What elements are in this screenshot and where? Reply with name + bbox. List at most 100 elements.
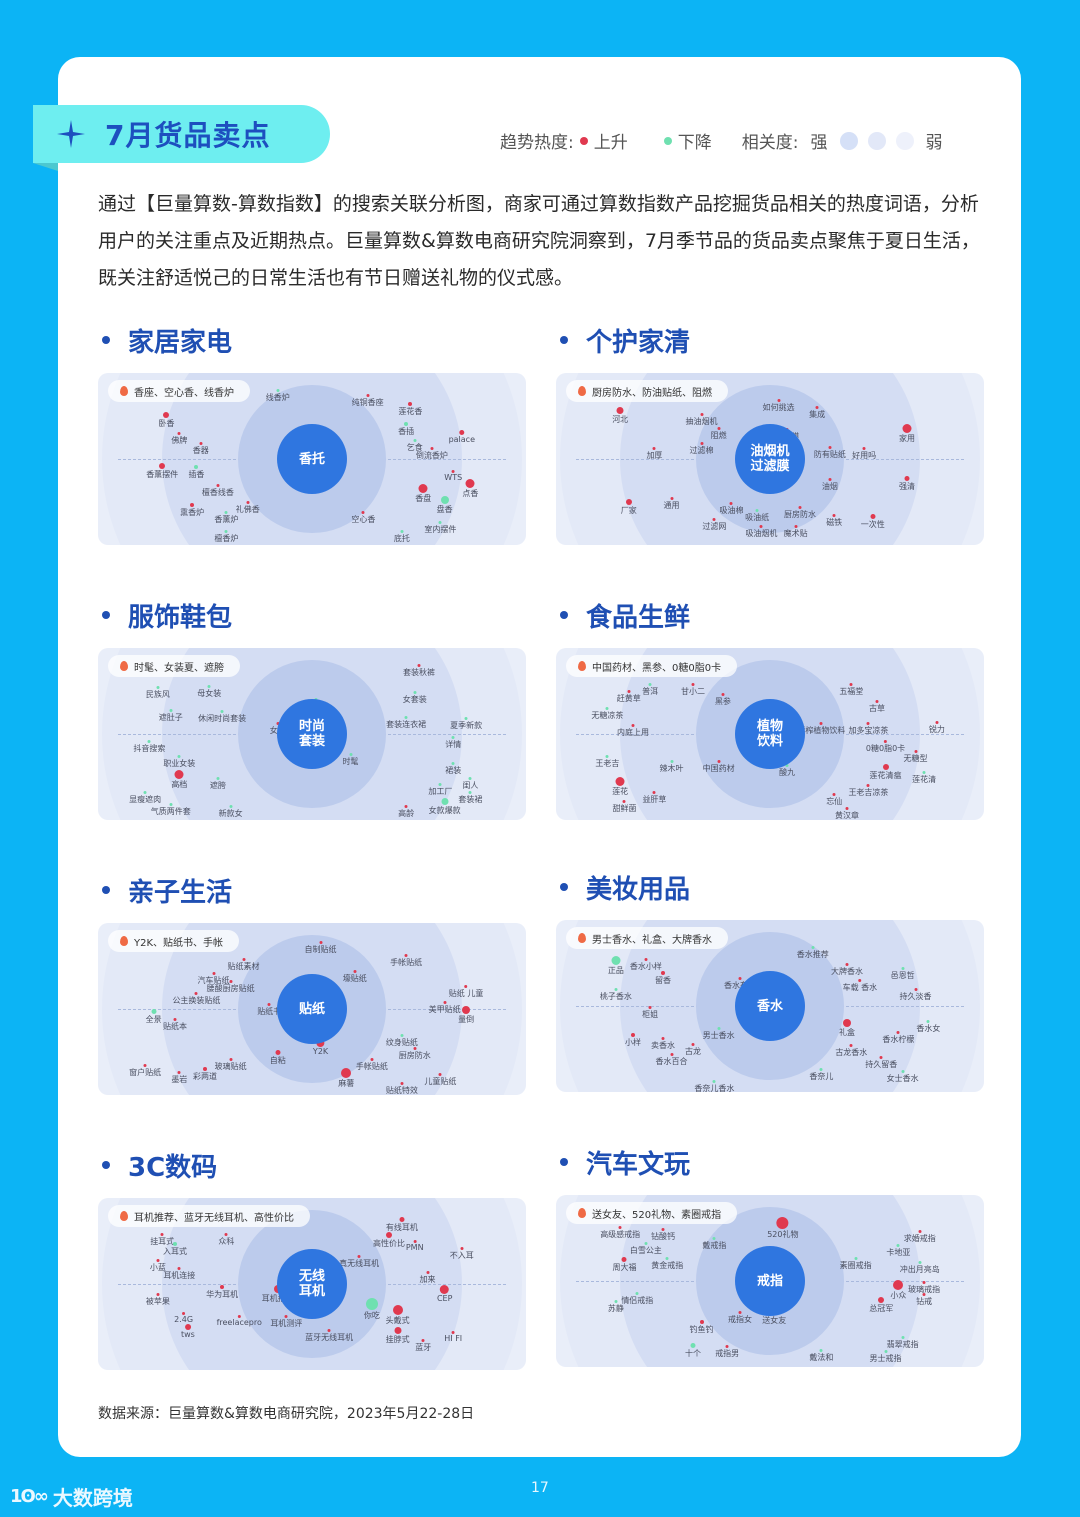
- up-trend-dot-icon: [443, 1000, 447, 1004]
- keyword-label: 套装裙: [458, 795, 483, 805]
- keyword-label: 贴纸 儿童: [448, 989, 484, 999]
- keyword-label: 新款女: [218, 808, 243, 818]
- up-trend-dot-icon: [615, 776, 625, 786]
- legend: 趋势热度: 上升 下降 相关度: 强 弱: [500, 128, 942, 153]
- keyword-label: 腰酸厨房贴纸: [206, 984, 255, 994]
- up-trend-dot-icon: [370, 1057, 374, 1061]
- strong-label: 强: [810, 133, 828, 153]
- keyword-label: 香奈儿香水: [694, 1084, 735, 1092]
- keyword: 磁铁: [826, 514, 842, 528]
- section-7: 3C数码 有线耳机 高性价比 PMN 不入耳 挂耳式 入耳式 众科: [98, 1145, 526, 1370]
- keyword-label: 莲花香: [398, 406, 423, 416]
- up-trend-dot-icon: [882, 764, 889, 771]
- up-trend-dot-icon: [700, 413, 704, 416]
- keyword: 钻戒: [916, 1293, 932, 1307]
- keyword-label: 过滤棉: [689, 446, 714, 456]
- sparkle-icon: [57, 120, 85, 148]
- up-trend-dot-icon: [712, 517, 716, 521]
- up-trend-dot-icon: [670, 497, 674, 501]
- keyword-label: 套装连衣裙: [386, 719, 427, 729]
- keyword: 0糖0脂0卡: [866, 739, 905, 754]
- up-trend-dot-icon: [725, 1345, 729, 1349]
- hot-keywords-pill: 男士香水、礼盒、大牌香水: [566, 927, 728, 949]
- keyword-label: 益肝草: [642, 795, 667, 805]
- association-map: 套装秋裤 女套装 套装连衣裙 夏季新款 详情 裙装 闺人 加工厂 套装裙 女: [98, 648, 526, 820]
- up-trend-dot-icon: [160, 1232, 164, 1236]
- keyword-label: 彩两道: [193, 1071, 217, 1081]
- keyword: 贴纸特效: [386, 1081, 418, 1095]
- keyword-label: 女款爆款: [428, 805, 461, 815]
- up-trend-dot-icon: [914, 987, 918, 991]
- keyword: 十个: [685, 1343, 701, 1359]
- down-trend-dot-icon: [156, 686, 160, 690]
- keyword: 自粘: [270, 1050, 286, 1066]
- up-trend-dot-icon: [418, 484, 428, 494]
- association-map: 自制贴纸 手帐贴纸 贴纸素材 汽车贴纸 腰酸厨房贴纸 公主换装贴纸 壕贴纸 贴纸…: [98, 923, 526, 1095]
- down-trend-dot-icon: [901, 1336, 905, 1340]
- relevance-medium-icon: [868, 131, 887, 150]
- center-keyword: 香水: [735, 971, 805, 1041]
- up-trend-dot-icon: [216, 483, 220, 487]
- down-dot-icon: [663, 136, 672, 145]
- up-trend-dot-icon: [832, 514, 836, 518]
- keyword-label: 吸油纸: [745, 513, 770, 523]
- section-6: 美妆用品 香水推荐 正品 香水小样 留香 大牌香水 邑恩哲 香水有毒: [556, 867, 984, 1092]
- keyword: 持久留香: [865, 1056, 897, 1070]
- section-2: 个护家清 如何挑选 集成 抽油烟机 阻燃 过滤膜 过滤棉 加厚: [556, 320, 984, 545]
- keyword: 戴戒指: [702, 1236, 726, 1251]
- keyword: 贴纸 儿童: [448, 985, 484, 999]
- keyword: 香盘: [415, 484, 431, 504]
- ribbon-fold: [33, 163, 58, 171]
- keyword: 古龙香水: [835, 1044, 867, 1058]
- keyword: 通用: [663, 497, 680, 511]
- up-trend-dot-icon: [878, 1297, 885, 1304]
- keyword-label: 戒指男: [715, 1349, 740, 1359]
- relevance-label: 相关度:: [741, 133, 799, 153]
- up-trend-dot-icon: [421, 1339, 425, 1343]
- bullet-icon: [102, 886, 110, 894]
- association-map: 有线耳机 高性价比 PMN 不入耳 挂耳式 入耳式 众科 小蓝 耳机连接 真: [98, 1198, 526, 1370]
- keyword: 无糖凉茶: [591, 706, 623, 721]
- up-trend-dot-icon: [627, 689, 631, 693]
- section-title: 汽车文玩: [556, 1142, 984, 1182]
- down-trend-dot-icon: [169, 708, 173, 712]
- keyword-label: 正品: [607, 965, 624, 975]
- keyword-label: 墨岩: [171, 1075, 188, 1085]
- up-trend-dot-icon: [794, 524, 798, 528]
- keyword: 阻燃: [711, 426, 727, 441]
- up-trend-dot-icon: [190, 503, 195, 508]
- keyword-label: 莲花清瘟: [869, 771, 902, 781]
- keyword: 被苹果: [146, 1293, 170, 1307]
- up-trend-dot-icon: [459, 429, 465, 435]
- keyword-label: 你吃: [363, 1310, 380, 1320]
- up-trend-dot-icon: [451, 1330, 455, 1334]
- weak-label: 弱: [925, 133, 943, 153]
- keyword: 底托: [394, 529, 410, 544]
- keyword-label: 加来: [419, 1274, 436, 1284]
- keyword-label: 集成: [809, 410, 826, 420]
- keyword-label: 五福堂: [839, 686, 864, 696]
- up-trend-dot-icon: [174, 769, 184, 779]
- keyword: 家用: [899, 424, 915, 444]
- up-trend-dot-icon: [229, 980, 233, 984]
- keyword: Y2K: [313, 1038, 328, 1056]
- keyword: 邑恩哲: [891, 966, 915, 981]
- keyword-label: 抖音搜索: [133, 743, 166, 753]
- keyword: 华为耳机: [206, 1285, 238, 1300]
- down-trend-dot-icon: [811, 946, 815, 950]
- up-trend-dot-icon: [177, 1071, 181, 1075]
- keyword: 正品: [607, 955, 624, 976]
- keyword: 挂耳式: [150, 1232, 174, 1247]
- keyword: 520礼物: [767, 1217, 799, 1240]
- keyword: 留香: [655, 971, 671, 986]
- up-trend-dot-icon: [465, 479, 475, 489]
- section-title-text: 汽车文玩: [586, 1149, 691, 1180]
- keyword: 油烟: [822, 478, 838, 492]
- keyword-label: 520礼物: [767, 1230, 799, 1240]
- section-title: 个护家清: [556, 320, 984, 360]
- section-title: 3C数码: [98, 1145, 526, 1185]
- keyword: 男士香水: [703, 1027, 735, 1041]
- keyword-label: 内庭上用: [617, 728, 650, 738]
- keyword-label: 女套装: [402, 695, 427, 705]
- keyword-label: 通用: [663, 501, 680, 511]
